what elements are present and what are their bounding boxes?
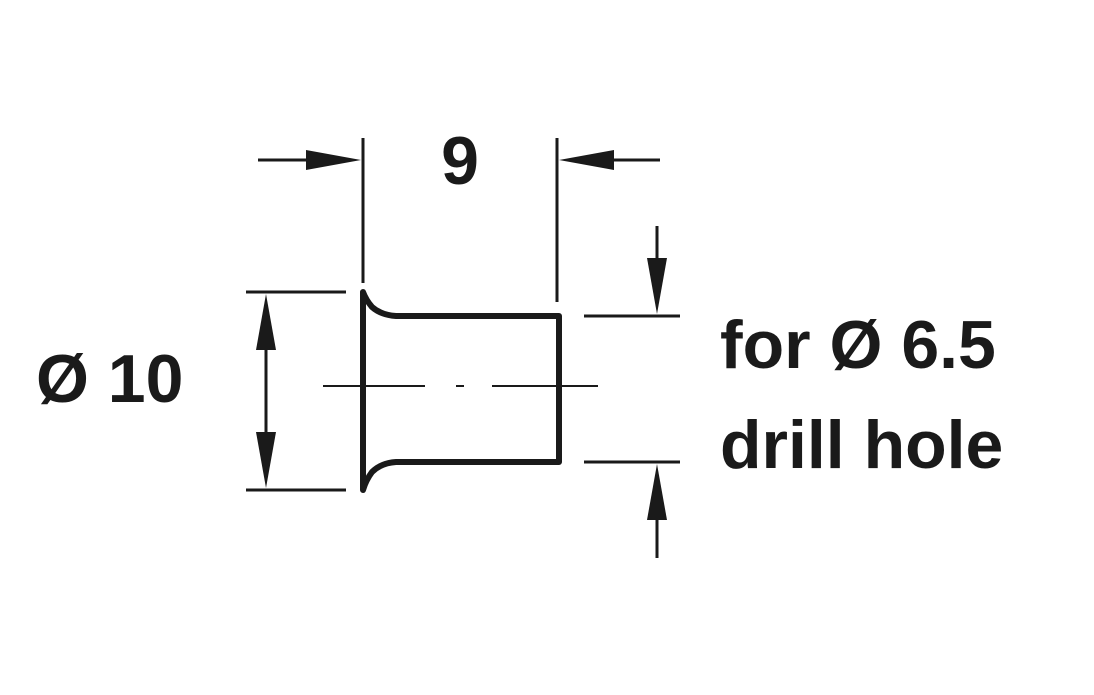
length-arrow-right-head [559, 150, 614, 170]
drill-arrow-bottom-head [647, 464, 667, 520]
drill-label-line1: for Ø 6.5 [720, 307, 996, 383]
length-arrow-left-head [306, 150, 361, 170]
diameter-label: Ø 10 [36, 341, 183, 417]
sleeve-outline [360, 289, 562, 493]
outer-diameter-dimension [246, 290, 346, 492]
length-dimension [258, 138, 660, 302]
drill-hole-dimension [584, 226, 680, 558]
diameter-arrow-head-up [256, 294, 276, 350]
drill-arrow-top-head [647, 258, 667, 314]
sleeve-body [360, 289, 562, 493]
length-label: 9 [441, 123, 479, 199]
diameter-arrow-head-down [256, 432, 276, 488]
drill-label-line2: drill hole [720, 407, 1003, 483]
